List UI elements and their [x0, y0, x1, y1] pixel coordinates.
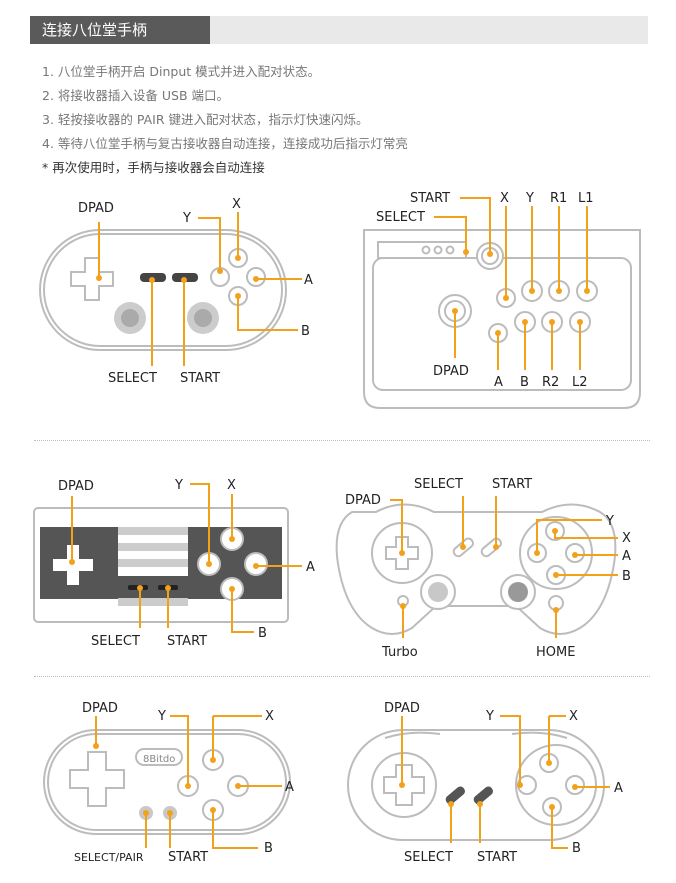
step-3: 3. 轻按接收器的 PAIR 键进入配对状态，指示灯快速闪烁。	[42, 112, 369, 127]
c1-label-y: Y	[182, 211, 191, 226]
c2-label-r2: R2	[542, 375, 559, 390]
c6-label-x: X	[569, 709, 578, 724]
c2-label-a: A	[494, 375, 503, 390]
step-1: 1. 八位堂手柄开启 Dinput 模式并进入配对状态。	[42, 64, 321, 79]
c3-label-x: X	[227, 478, 236, 493]
c1-dpad-icon	[70, 257, 114, 301]
controller-5: 8Bitdo DPAD Y X A SELECT/PAIR START B	[43, 701, 294, 865]
controller-6: DPAD Y X A SELECT START B	[347, 701, 623, 865]
c4-label-home: HOME	[536, 645, 575, 660]
controller-2: START SELECT X Y R1 L1 DPAD A B R2 L2	[363, 191, 641, 409]
header-title: 连接八位堂手柄	[30, 16, 210, 44]
c4-label-y: Y	[605, 514, 614, 529]
c6-label-a: A	[614, 781, 623, 796]
c5-label-start: START	[168, 850, 208, 865]
c3-label-a: A	[306, 560, 315, 575]
controller-4: SELECT START DPAD Y X A B Turbo HOME	[335, 477, 631, 660]
c4-label-turbo: Turbo	[381, 645, 418, 660]
c4-label-b: B	[622, 569, 631, 584]
c2-label-b: B	[520, 375, 529, 390]
c5-label-select-pair: SELECT/PAIR	[74, 851, 144, 864]
c1-label-dpad: DPAD	[78, 201, 114, 216]
c2-label-x: X	[500, 191, 509, 206]
c4-label-start: START	[492, 477, 532, 492]
c6-label-y: Y	[485, 709, 494, 724]
c6-label-b: B	[572, 841, 581, 856]
c3-label-y: Y	[174, 478, 183, 493]
c1-label-x: X	[232, 197, 241, 212]
controller-3: DPAD Y X A SELECT START B	[33, 478, 315, 649]
c3-label-b: B	[258, 626, 267, 641]
c1-label-start: START	[180, 371, 220, 386]
c2-label-y: Y	[525, 191, 534, 206]
c4-label-a: A	[622, 549, 631, 564]
c1-label-b: B	[301, 324, 310, 339]
c4-label-select: SELECT	[414, 477, 463, 492]
c2-label-r1: R1	[550, 191, 567, 206]
c5-label-dpad: DPAD	[82, 701, 118, 716]
c5-label-b: B	[264, 841, 273, 856]
c2-label-start: START	[410, 191, 450, 206]
c2-label-dpad: DPAD	[433, 364, 469, 379]
c2-label-select: SELECT	[376, 210, 425, 225]
c1-label-a: A	[304, 273, 313, 288]
c2-label-l1: L1	[578, 191, 594, 206]
c6-label-start: START	[477, 850, 517, 865]
c3-label-select: SELECT	[91, 634, 140, 649]
c5-label-a: A	[285, 780, 294, 795]
c5-label-x: X	[265, 709, 274, 724]
step-2: 2. 将接收器插入设备 USB 端口。	[42, 88, 230, 103]
divider-1	[34, 440, 650, 441]
c3-label-dpad: DPAD	[58, 479, 94, 494]
step-4: 4. 等待八位堂手柄与复古接收器自动连接，连接成功后指示灯常亮	[42, 136, 408, 151]
c4-label-x: X	[622, 531, 631, 546]
controller-1: DPAD Y X A B SELECT START	[39, 197, 313, 386]
c1-label-select: SELECT	[108, 371, 157, 386]
c3-label-start: START	[167, 634, 207, 649]
c2-label-l2: L2	[572, 375, 588, 390]
c5-label-y: Y	[157, 709, 166, 724]
reconnect-note: * 再次使用时，手柄与接收器会自动连接	[42, 160, 265, 175]
c6-label-dpad: DPAD	[384, 701, 420, 716]
c4-label-dpad: DPAD	[345, 493, 381, 508]
c5-logo: 8Bitdo	[143, 754, 175, 765]
c6-label-select: SELECT	[404, 850, 453, 865]
divider-2	[34, 676, 650, 677]
section-header: 连接八位堂手柄	[30, 16, 648, 44]
